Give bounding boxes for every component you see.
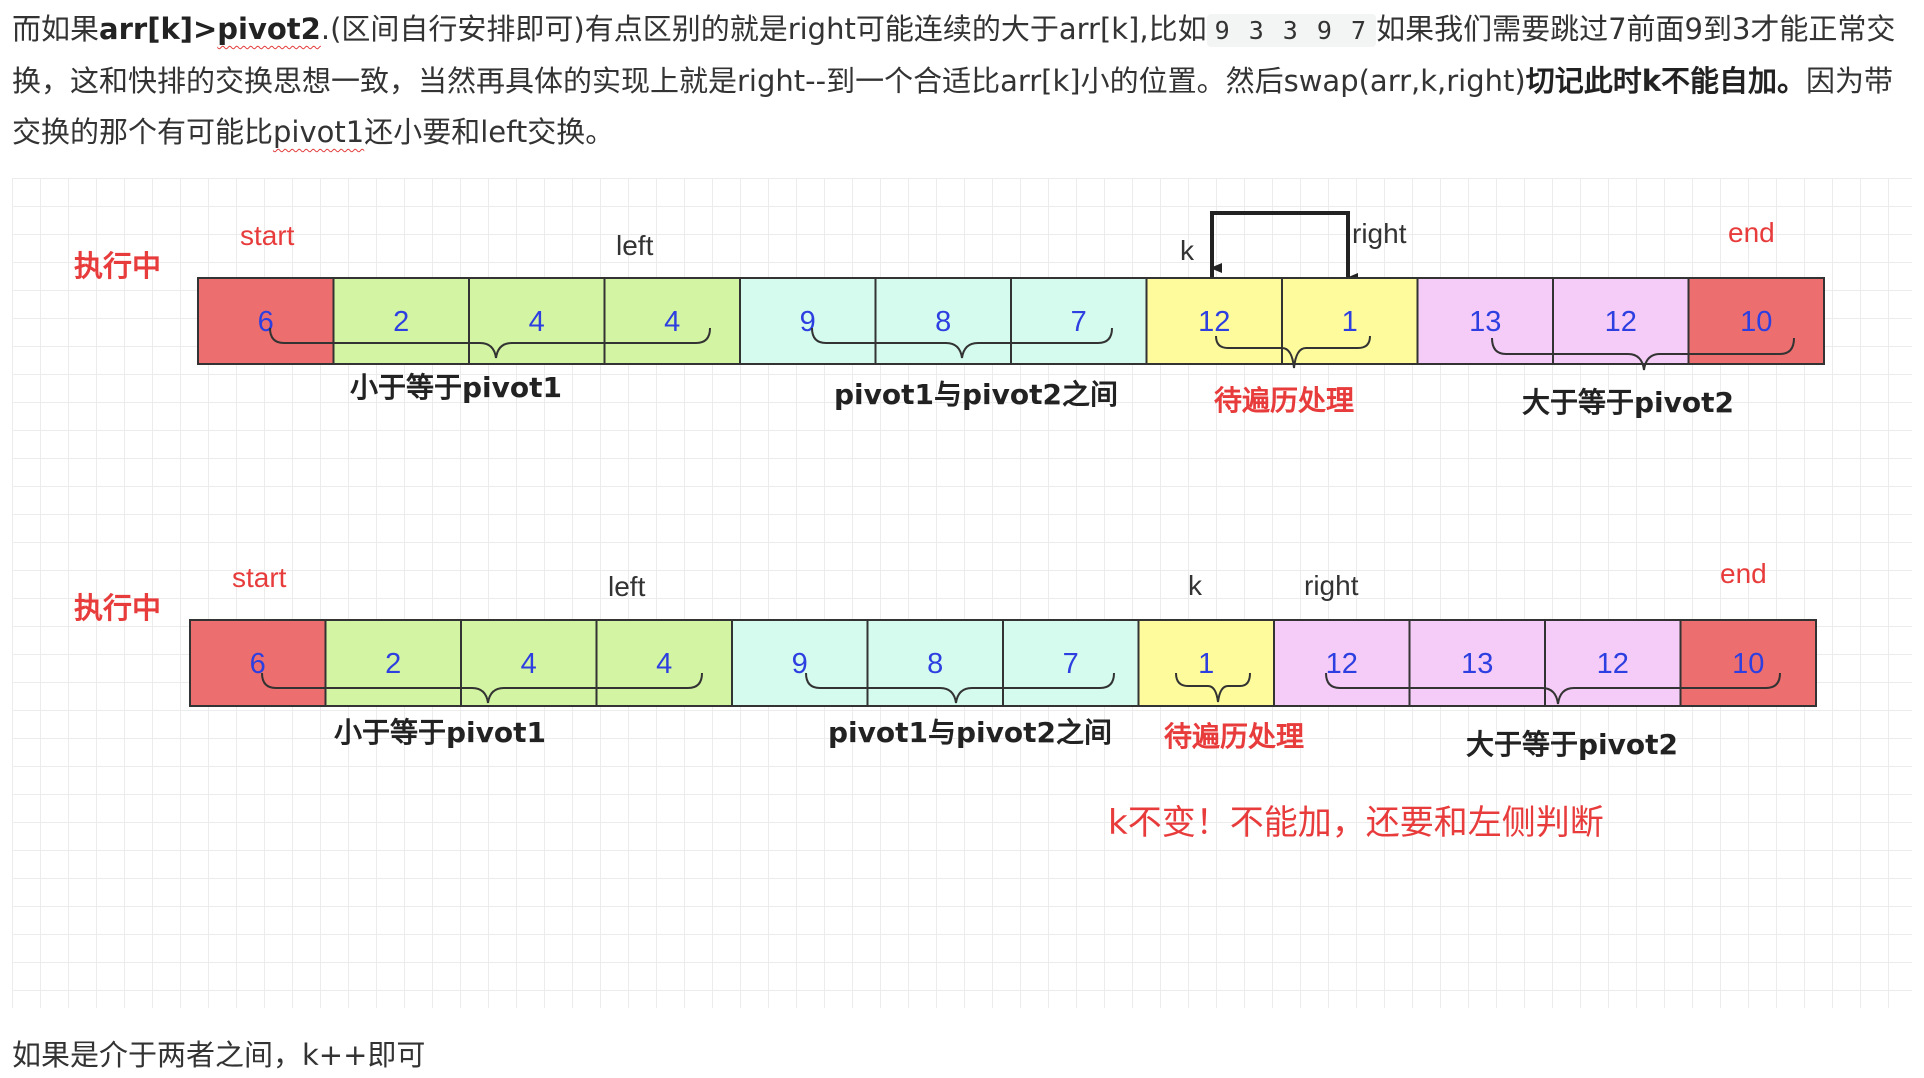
para-text-2: .(区间自行安排即可)有点区别的就是right可能连续的大于arr[k],比如 [320, 12, 1207, 46]
row2-end-label: end [1720, 558, 1767, 589]
row2-cell-10 [1544, 619, 1682, 707]
row1-cell-value-10: 12 [1605, 306, 1637, 338]
row2-brace-2 [805, 672, 1115, 704]
row2-range-4: 大于等于pivot2 [1466, 728, 1678, 761]
row2-cell-value-1: 2 [385, 648, 401, 680]
row1-brace-2 [811, 327, 1113, 359]
row2-range-3: 待遍历处理 [1164, 720, 1304, 753]
row2-cell-0 [189, 619, 327, 707]
row1-k-label: k [1180, 235, 1195, 266]
swap-arrow [1210, 211, 1358, 283]
row1-cell-value-8: 1 [1342, 306, 1358, 338]
row2-range-2: pivot1与pivot2之间 [828, 716, 1112, 749]
row1-cell-value-3: 4 [664, 306, 680, 338]
row2-cell-value-2: 4 [521, 648, 537, 680]
row1-start-label: start [240, 220, 295, 251]
row2-cell-4 [731, 619, 869, 707]
row2-status-label: 执行中 [74, 591, 161, 625]
inline-code-example: 9 3 3 9 7 [1206, 14, 1377, 47]
row1-cell-11 [1687, 277, 1825, 365]
row1-brace-1 [269, 327, 711, 359]
row2-cell-value-9: 13 [1461, 648, 1493, 680]
para-pivot1-word: pivot1 [273, 115, 365, 149]
row1-cell-7 [1145, 277, 1283, 365]
row2-cell-9 [1408, 619, 1546, 707]
row1-left-label: left [616, 230, 654, 261]
row1-cell-4 [739, 277, 877, 365]
row2-array: 6 2 4 4 9 8 7 1 12 13 12 10 [189, 619, 1817, 707]
row2-brace-4 [1325, 672, 1781, 705]
row1-cell-10 [1552, 277, 1690, 365]
k-unchanged-note: k不变！不能加，还要和左侧判断 [1108, 803, 1604, 843]
description-paragraph: 而如果arr[k]>pivot2.(区间自行安排即可)有点区别的就是right可… [12, 4, 1917, 158]
bottom-paragraph: 如果是介于两者之间，k++即可 [12, 1038, 426, 1072]
para-text-4: 因为带交换的那个有可能比 [12, 64, 1894, 149]
row2-right-label: right [1304, 570, 1359, 601]
row1-cell-8 [1281, 277, 1419, 365]
row1-cell-value-9: 13 [1469, 306, 1501, 338]
row2-cell-1 [324, 619, 462, 707]
row2-brace-1 [261, 672, 703, 704]
row1-right-label: right [1352, 218, 1407, 249]
row2-cell-value-8: 12 [1326, 648, 1358, 680]
row2-cell-value-3: 4 [656, 648, 672, 680]
row1-range-4: 大于等于pivot2 [1522, 386, 1734, 419]
row2-cell-8 [1273, 619, 1411, 707]
row2-start-label: start [232, 562, 287, 593]
row2-cell-5 [866, 619, 1004, 707]
para-bold-pivot2: pivot2 [217, 12, 321, 46]
para-text-3: 如果我们需要跳过7前面9到3才能正常交换，这和快排的交换思想一致，当然再具体的实… [12, 12, 1896, 98]
row2-cell-11 [1679, 619, 1817, 707]
row1-range-1: 小于等于pivot1 [350, 371, 562, 404]
row1-brace-3 [1215, 335, 1371, 369]
para-bold-1: arr[k]> [99, 12, 218, 46]
row1-cell-3 [603, 277, 741, 365]
row2-cell-value-11: 10 [1732, 648, 1764, 680]
row1-cell-value-7: 12 [1198, 306, 1230, 338]
row1-brace-4 [1491, 337, 1795, 371]
row1-status-label: 执行中 [74, 249, 161, 283]
row1-end-label: end [1728, 217, 1775, 248]
row2-cell-value-5: 8 [927, 648, 943, 680]
row1-range-3: 待遍历处理 [1214, 384, 1354, 417]
row1-cell-5 [874, 277, 1012, 365]
row2-cell-value-7: 1 [1198, 648, 1214, 680]
row2-cell-value-4: 9 [792, 648, 808, 680]
row1-range-2: pivot1与pivot2之间 [834, 378, 1118, 411]
row1-cell-value-11: 10 [1740, 306, 1772, 338]
para-text-5: 还小要和left交换。 [364, 115, 615, 149]
row1-cell-9 [1416, 277, 1554, 365]
row2-cell-7 [1137, 619, 1275, 707]
row2-k-label: k [1188, 570, 1203, 601]
row2-cell-6 [1002, 619, 1140, 707]
row2-left-label: left [608, 571, 646, 602]
row2-cell-value-0: 6 [250, 648, 266, 680]
row2-range-1: 小于等于pivot1 [334, 716, 546, 749]
row1-cell-value-5: 8 [935, 306, 951, 338]
row2-cell-value-10: 12 [1597, 648, 1629, 680]
row1-cell-2 [468, 277, 606, 365]
row1-cell-value-2: 4 [529, 306, 545, 338]
row1-cell-1 [332, 277, 470, 365]
row2-cell-value-6: 7 [1063, 648, 1079, 680]
para-text-1: 而如果 [12, 12, 100, 46]
row1-cell-value-1: 2 [393, 306, 409, 338]
row1-cell-value-6: 7 [1071, 306, 1087, 338]
para-bold-warning: 切记此时k不能自加。 [1525, 64, 1807, 98]
row2-brace-3 [1175, 672, 1251, 703]
